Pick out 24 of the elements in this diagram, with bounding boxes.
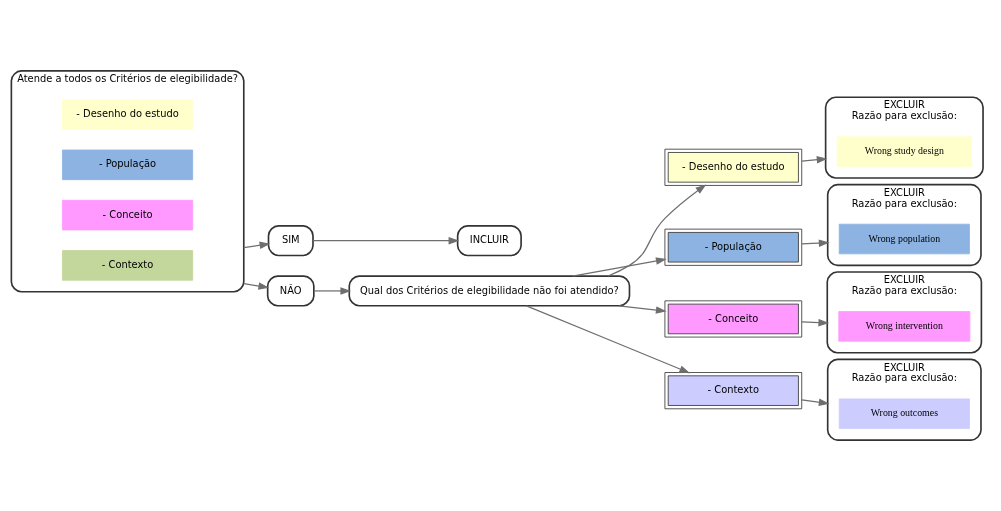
arrow	[801, 318, 830, 327]
node-box: - Contexto	[62, 250, 194, 281]
node-box: Qual dos Critérios de elegibilidade não foi atendido?	[348, 275, 631, 307]
arrow	[525, 305, 691, 374]
node-box: Wrong population	[838, 223, 970, 255]
arrow	[243, 282, 270, 290]
node-box: Wrong intervention	[838, 311, 971, 342]
arrow	[618, 305, 667, 314]
node-box: Wrong study design	[836, 136, 972, 167]
node-box: - Desenho do estudo	[62, 99, 194, 130]
arrow	[312, 236, 460, 245]
arrow	[313, 287, 352, 295]
arrow	[801, 398, 830, 406]
arrow	[571, 257, 667, 277]
node-box: - População	[62, 149, 194, 181]
node-box: SIM	[267, 225, 314, 257]
arrow	[801, 239, 830, 247]
arrow	[243, 241, 271, 249]
node-box: - Conceito	[62, 199, 194, 231]
node-box: NÃO	[266, 275, 315, 307]
node-box: Wrong outcomes	[838, 398, 970, 429]
arrow	[801, 155, 828, 164]
node-box: INCLUIR	[456, 225, 522, 257]
arrow	[607, 184, 707, 277]
